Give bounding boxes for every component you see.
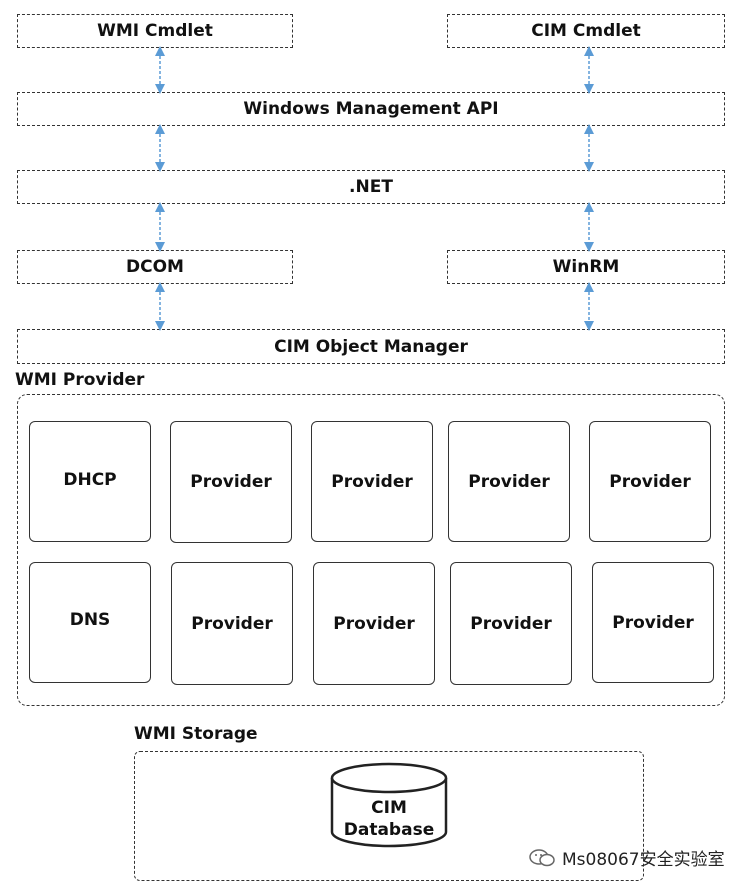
watermark: Ms08067安全实验室: [528, 845, 725, 870]
provider-cell-dns: DNS: [29, 562, 151, 683]
wmi-storage-label: WMI Storage: [134, 724, 258, 744]
provider-cell-label: Provider: [609, 471, 691, 492]
provider-cell-label: Provider: [612, 612, 694, 633]
watermark-text: Ms08067安全实验室: [562, 850, 725, 870]
provider-cell: Provider: [592, 562, 714, 683]
windows-management-api-label: Windows Management API: [243, 99, 499, 119]
provider-cell-label: Provider: [191, 613, 273, 634]
windows-management-api-box: Windows Management API: [17, 92, 725, 126]
cim-database-line1: CIM: [371, 798, 407, 818]
provider-cell: Provider: [170, 421, 292, 543]
dotnet-label: .NET: [349, 177, 393, 197]
cim-cmdlet-label: CIM Cmdlet: [531, 21, 641, 41]
provider-cell-label: DNS: [69, 609, 111, 630]
wmi-storage-group: [134, 751, 644, 881]
dotnet-box: .NET: [17, 170, 725, 204]
provider-cell-label: Provider: [333, 613, 415, 634]
provider-cell-label: Provider: [468, 471, 550, 492]
provider-cell-label: Provider: [470, 613, 552, 634]
provider-cell: Provider: [450, 562, 572, 685]
wmi-cmdlet-label: WMI Cmdlet: [97, 21, 213, 41]
provider-cell: Provider: [589, 421, 711, 542]
provider-cell-dhcp: DHCP: [29, 421, 151, 542]
provider-cell-label: DHCP: [63, 469, 117, 490]
provider-cell-label: Provider: [331, 471, 413, 492]
provider-cell: Provider: [311, 421, 433, 542]
cim-object-manager-box: CIM Object Manager: [17, 329, 725, 364]
dcom-label: DCOM: [126, 257, 184, 277]
provider-cell: Provider: [171, 562, 293, 685]
database-icon: [330, 762, 448, 848]
wechat-icon: [529, 848, 555, 866]
cim-database-label: CIM Database: [332, 797, 446, 841]
cim-object-manager-label: CIM Object Manager: [274, 336, 468, 357]
provider-cell: Provider: [313, 562, 435, 685]
wmi-provider-group: [17, 394, 725, 706]
winrm-label: WinRM: [552, 257, 620, 277]
provider-cell-label: Provider: [190, 472, 272, 492]
cim-database-line2: Database: [343, 820, 435, 840]
wmi-provider-label: WMI Provider: [15, 370, 145, 390]
provider-cell: Provider: [448, 421, 570, 542]
